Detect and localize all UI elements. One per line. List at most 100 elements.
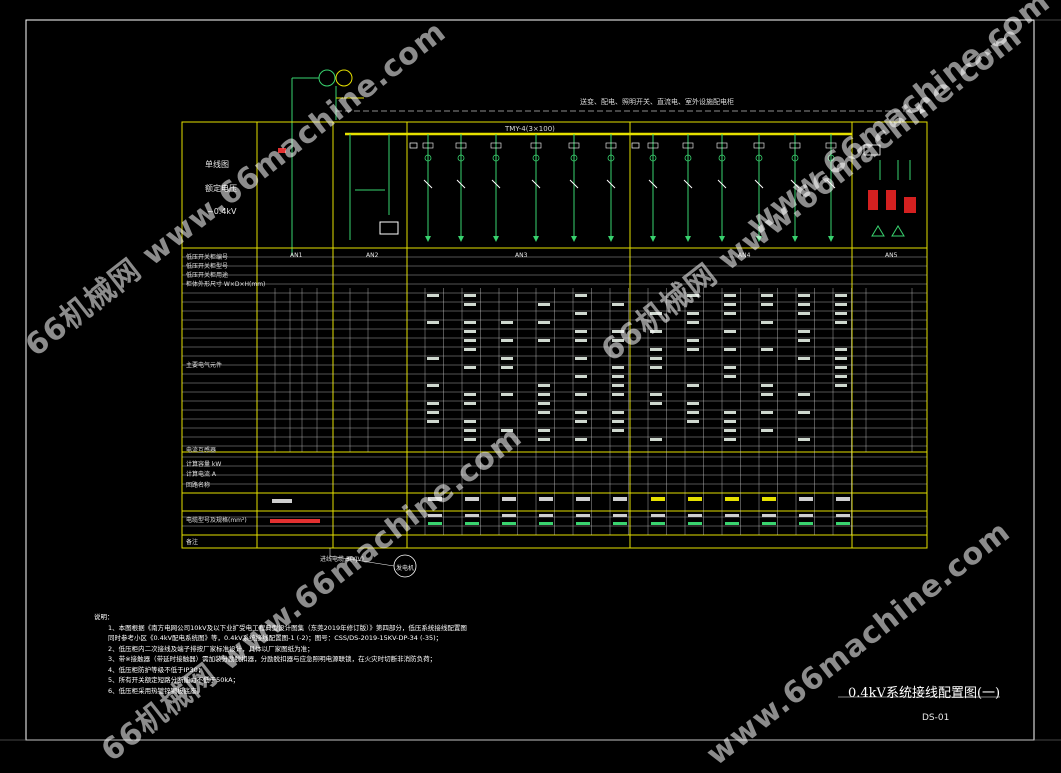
cell-mark xyxy=(464,366,476,369)
cell-mark xyxy=(576,514,590,517)
cell-mark xyxy=(576,522,590,525)
cell-mark xyxy=(724,348,736,351)
cell-mark xyxy=(724,366,736,369)
row-label: 主要电气元件 xyxy=(186,360,222,369)
top-annotation: 送变、配电、照明开关、直流电、室外设施配电柜 xyxy=(580,97,734,107)
note-line: 2、低压柜内二次接线及端子排按厂家标准设计，具体以厂家图纸为准； xyxy=(108,644,467,655)
row-label: 计算电流 A xyxy=(186,469,216,478)
cell-mark xyxy=(427,384,439,387)
cell-mark xyxy=(798,294,810,297)
cell-mark xyxy=(650,438,662,441)
cell-mark xyxy=(687,384,699,387)
cell-mark xyxy=(798,312,810,315)
cell-mark xyxy=(688,497,702,501)
drawing-number: DS-01 xyxy=(922,713,949,723)
panel-label: AN1 xyxy=(290,252,302,259)
cell-mark xyxy=(725,522,739,525)
note-line: 4、低压柜防护等级不低于IP30； xyxy=(108,665,467,676)
cell-mark xyxy=(501,393,513,396)
feeder-symbol xyxy=(571,236,577,242)
cell-mark xyxy=(761,393,773,396)
cell-mark xyxy=(613,514,627,517)
cell-mark xyxy=(724,303,736,306)
row-label: 回路名称 xyxy=(186,480,210,489)
cell-mark xyxy=(464,348,476,351)
cell-mark xyxy=(501,366,513,369)
panel-label: AN2 xyxy=(366,252,378,259)
feeder-symbol xyxy=(685,236,691,242)
cell-mark xyxy=(799,497,813,501)
cell-mark xyxy=(687,321,699,324)
cell-mark xyxy=(502,514,516,517)
cell-mark xyxy=(651,497,665,501)
cell-mark xyxy=(650,366,662,369)
cell-mark xyxy=(650,348,662,351)
feeder-symbol xyxy=(493,236,499,242)
cell-mark xyxy=(575,411,587,414)
cell-mark xyxy=(575,294,587,297)
feeder-symbol xyxy=(425,236,431,242)
row-label: 低压开关柜用途 xyxy=(186,270,228,279)
panel-label: AN5 xyxy=(885,252,897,259)
cell-mark xyxy=(538,339,550,342)
note-line: 3、带※接触器（带延时接触器）需加装分励脱扣器，分励脱扣器与应急照明电源联锁，在… xyxy=(108,654,467,665)
cell-text-marks xyxy=(270,294,850,525)
cell-mark xyxy=(724,375,736,378)
cell-mark xyxy=(761,294,773,297)
cell-mark xyxy=(575,420,587,423)
cell-mark xyxy=(538,429,550,432)
cell-mark xyxy=(761,429,773,432)
cell-mark xyxy=(651,514,665,517)
cell-mark xyxy=(688,522,702,525)
cell-mark xyxy=(761,384,773,387)
cell-mark xyxy=(464,420,476,423)
cell-mark xyxy=(650,402,662,405)
cell-mark xyxy=(427,420,439,423)
cell-mark xyxy=(798,330,810,333)
cell-mark xyxy=(725,514,739,517)
cell-mark xyxy=(465,514,479,517)
cell-mark xyxy=(612,429,624,432)
cell-mark xyxy=(502,497,516,501)
cell-mark xyxy=(836,514,850,517)
row-label: 电流互感器 xyxy=(186,445,216,454)
cell-mark xyxy=(464,303,476,306)
cell-mark xyxy=(539,522,553,525)
cell-mark xyxy=(538,384,550,387)
row-label: 低压开关柜编号 xyxy=(186,252,228,261)
cell-mark xyxy=(724,294,736,297)
cell-mark xyxy=(725,497,739,501)
cell-mark xyxy=(427,294,439,297)
cell-mark xyxy=(835,384,847,387)
cell-mark xyxy=(798,438,810,441)
cell-mark xyxy=(799,522,813,525)
cell-mark xyxy=(761,348,773,351)
cell-mark xyxy=(835,321,847,324)
cell-mark xyxy=(762,522,776,525)
cell-mark xyxy=(575,330,587,333)
cell-mark xyxy=(502,522,516,525)
row-label: 柜体外形尺寸 W×D×H(mm) xyxy=(186,279,265,288)
cell-mark xyxy=(427,357,439,360)
cell-mark xyxy=(836,497,850,501)
cell-mark xyxy=(501,339,513,342)
cell-mark xyxy=(464,321,476,324)
cell-mark xyxy=(835,348,847,351)
cell-mark xyxy=(650,393,662,396)
cell-mark xyxy=(687,339,699,342)
cell-mark xyxy=(612,420,624,423)
cell-mark xyxy=(687,411,699,414)
cell-mark xyxy=(612,393,624,396)
cell-mark xyxy=(270,519,320,523)
cell-mark xyxy=(761,321,773,324)
cell-mark xyxy=(539,514,553,517)
cell-mark xyxy=(835,312,847,315)
drawing-title: 0.4kV系统接线配置图(一) xyxy=(848,682,1000,701)
cell-mark xyxy=(613,522,627,525)
row-label: 低压开关柜型号 xyxy=(186,261,228,270)
cell-mark xyxy=(836,522,850,525)
cell-mark xyxy=(538,303,550,306)
cell-mark xyxy=(798,357,810,360)
cell-mark xyxy=(575,438,587,441)
busbar-label: TMY-4(3×100) xyxy=(505,125,555,133)
